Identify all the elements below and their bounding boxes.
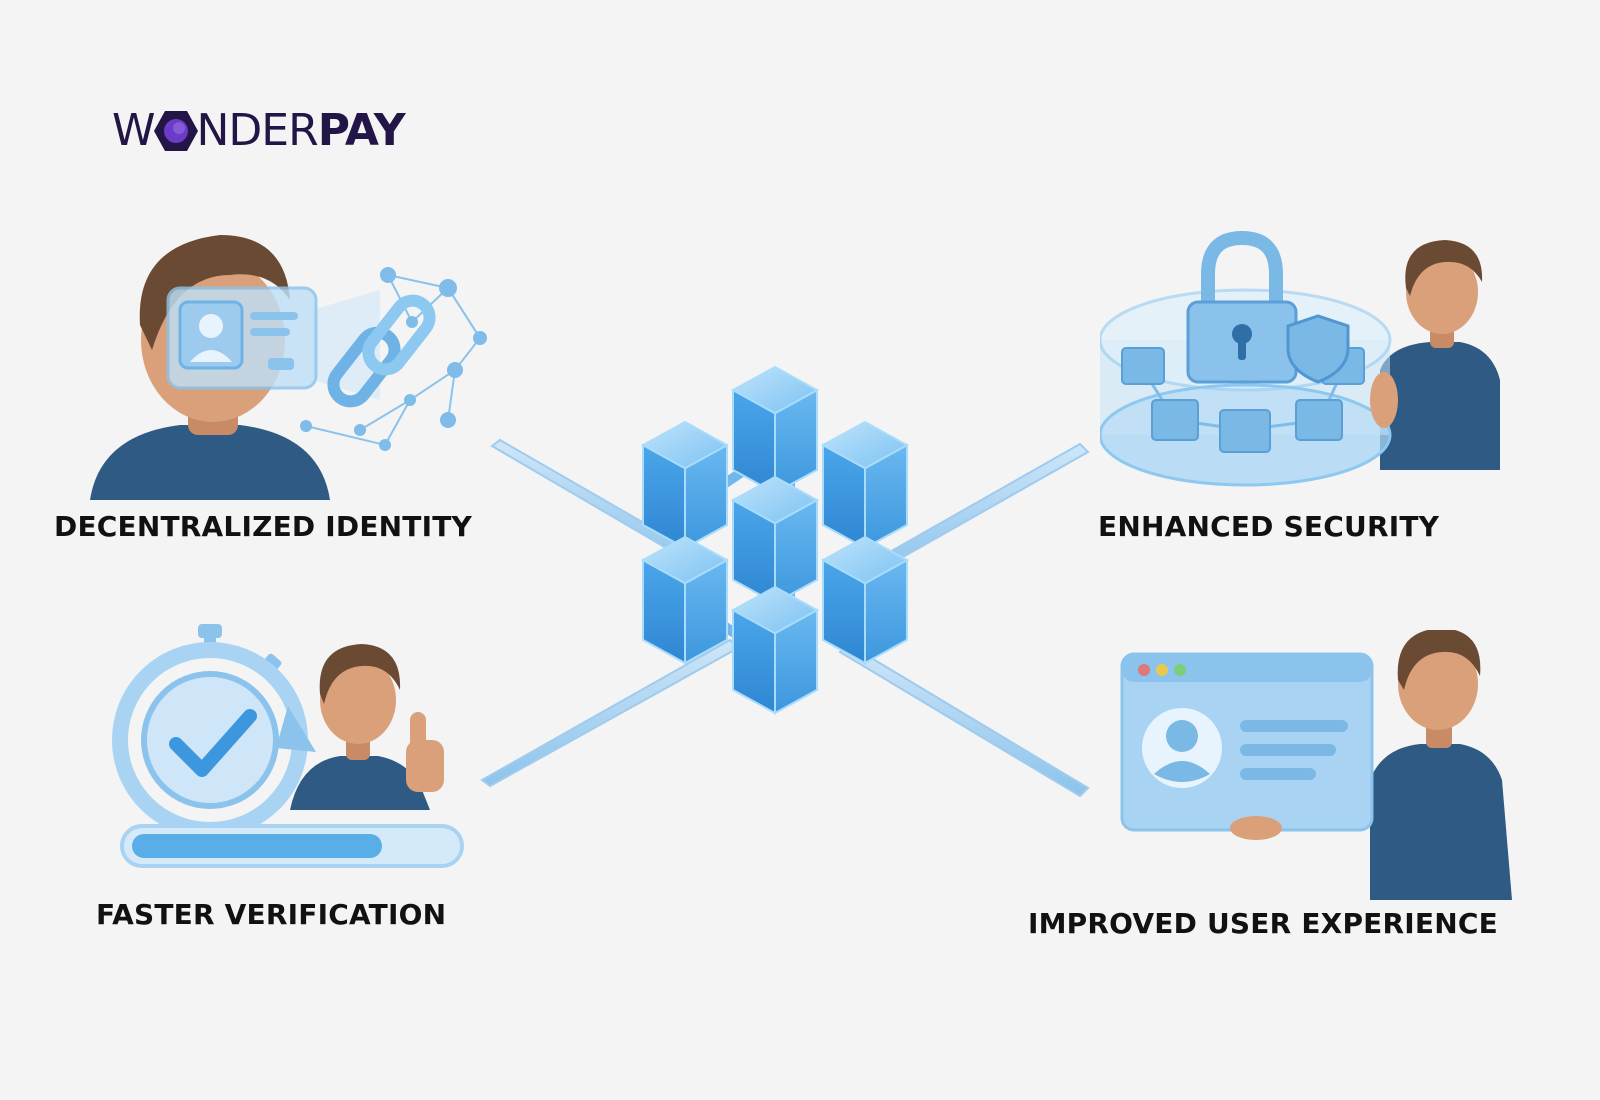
person-shirt bbox=[1380, 342, 1500, 470]
cube-top bbox=[730, 365, 820, 495]
connector-beam-bottom-right bbox=[838, 642, 1090, 798]
cube-lower-left bbox=[640, 535, 730, 665]
logo-letters-pay: PAY bbox=[317, 105, 406, 156]
chain-link-network-icon bbox=[300, 267, 487, 451]
cube-upper-right bbox=[820, 420, 910, 550]
label-improved-user-experience: IMPROVED USER EXPERIENCE bbox=[1028, 907, 1498, 940]
thumbs-up-hand bbox=[406, 712, 444, 792]
improved-user-experience-illustration bbox=[1120, 630, 1512, 900]
window-dot-green bbox=[1174, 664, 1186, 676]
person-face bbox=[320, 656, 396, 744]
person-hair bbox=[319, 644, 401, 704]
person-shirt bbox=[1370, 744, 1512, 900]
logo-letters-nder: NDER bbox=[196, 105, 319, 156]
cube-upper-left bbox=[640, 420, 730, 550]
blockchain-cubes-icon bbox=[640, 365, 910, 715]
cube-middle bbox=[730, 475, 820, 605]
person-hair bbox=[1405, 240, 1483, 296]
cube-lower-right bbox=[820, 535, 910, 665]
logo-hexagon-o-icon bbox=[153, 109, 199, 153]
person-face bbox=[1406, 250, 1478, 334]
decentralized-identity-illustration bbox=[90, 235, 487, 500]
label-enhanced-security: ENHANCED SECURITY bbox=[1098, 510, 1440, 543]
label-faster-verification: FASTER VERIFICATION bbox=[96, 898, 447, 931]
person-hair bbox=[1397, 630, 1481, 690]
connector-beam-bottom-left bbox=[480, 638, 740, 788]
person-shirt bbox=[290, 756, 430, 810]
cube-bottom bbox=[730, 585, 820, 715]
person-hair bbox=[139, 235, 290, 350]
label-decentralized-identity: DECENTRALIZED IDENTITY bbox=[54, 510, 473, 543]
id-card-hologram-icon bbox=[166, 286, 380, 400]
person-shirt bbox=[90, 425, 330, 500]
holding-hand bbox=[1230, 816, 1282, 840]
verification-progress-bar bbox=[120, 824, 464, 868]
padlock-shield-icon bbox=[1186, 230, 1350, 384]
stopwatch-check-icon bbox=[112, 624, 316, 838]
enhanced-security-illustration bbox=[1100, 230, 1500, 487]
wonderpay-logo: W NDER PAY bbox=[112, 106, 442, 156]
window-dot-yellow bbox=[1156, 664, 1168, 676]
window-dot-red bbox=[1138, 664, 1150, 676]
profile-window-icon bbox=[1120, 652, 1374, 832]
faster-verification-illustration bbox=[112, 624, 464, 868]
logo-letter-w: W bbox=[112, 105, 156, 156]
